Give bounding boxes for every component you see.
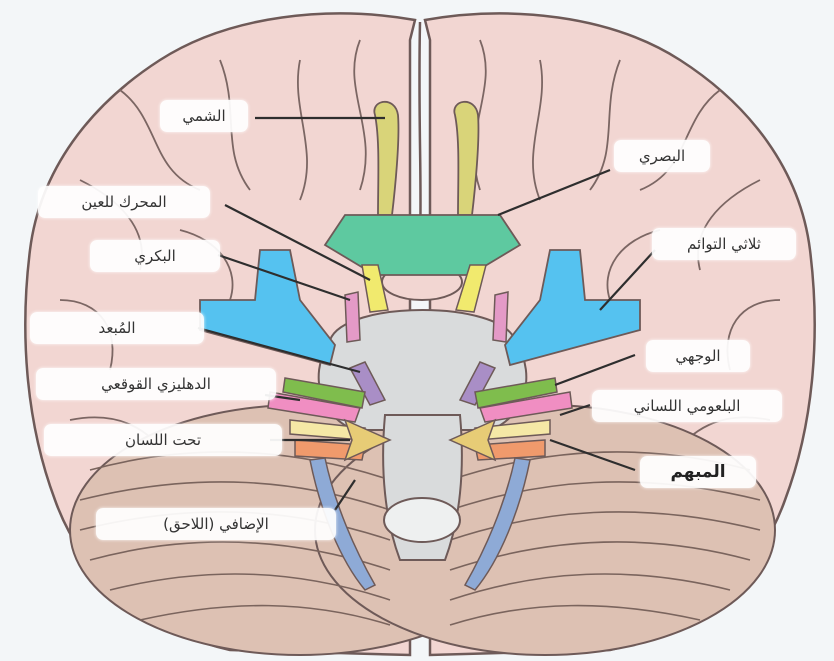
label-olfactory: الشمي [160,100,248,132]
trochlear-right [493,292,508,342]
label-vestibulocochlear: الدهليزي القوقعي [36,368,276,400]
spinal-cord-section [384,498,460,542]
label-vagus: المبهم [640,456,756,488]
label-accessory: الإضافي (اللاحق) [96,508,336,540]
label-trigeminal: ثلاثي التوائم [652,228,796,260]
label-glossopharyngeal: البلعومي اللساني [592,390,782,422]
olfactory-nerve-right [454,102,478,215]
label-hypoglossal: تحت اللسان [44,424,282,456]
label-oculomotor: المحرك للعين [38,186,210,218]
label-abducens: المُبعد [30,312,204,344]
label-facial: الوجهي [646,340,750,372]
label-trochlear: البكري [90,240,220,272]
label-optic: البصري [614,140,710,172]
longitudinal-fissure [419,22,420,240]
